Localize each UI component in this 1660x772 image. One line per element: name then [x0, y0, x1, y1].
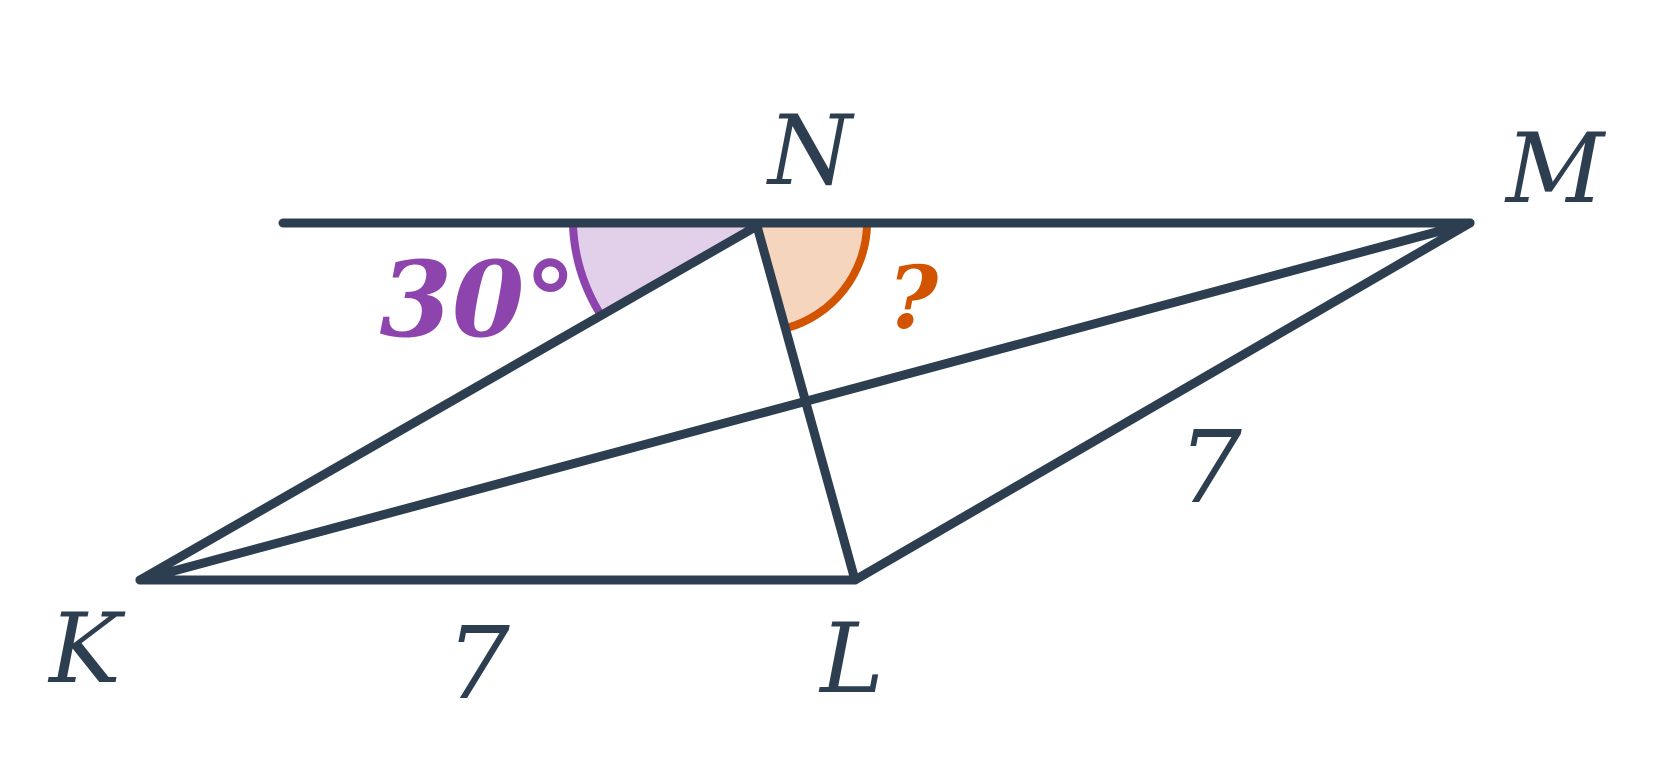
point-label-L: L — [818, 603, 884, 715]
angle-unknown-sector — [757, 226, 867, 328]
segment-NL — [752, 221, 860, 585]
angle-label-unknown: ? — [888, 248, 940, 349]
segment-KN — [135, 221, 762, 585]
side-label-KL: 7 — [446, 605, 510, 722]
segment-LM — [850, 218, 1475, 585]
point-label-M: M — [1504, 113, 1607, 225]
side-label-LM: 7 — [1178, 409, 1242, 526]
angle-30-arc — [569, 225, 603, 315]
angle-unknown-arc — [785, 225, 871, 332]
point-label-N: N — [766, 95, 855, 207]
angle-label-30: 30° — [380, 238, 577, 361]
diagram-lines — [135, 218, 1475, 585]
point-label-K: K — [47, 593, 126, 705]
